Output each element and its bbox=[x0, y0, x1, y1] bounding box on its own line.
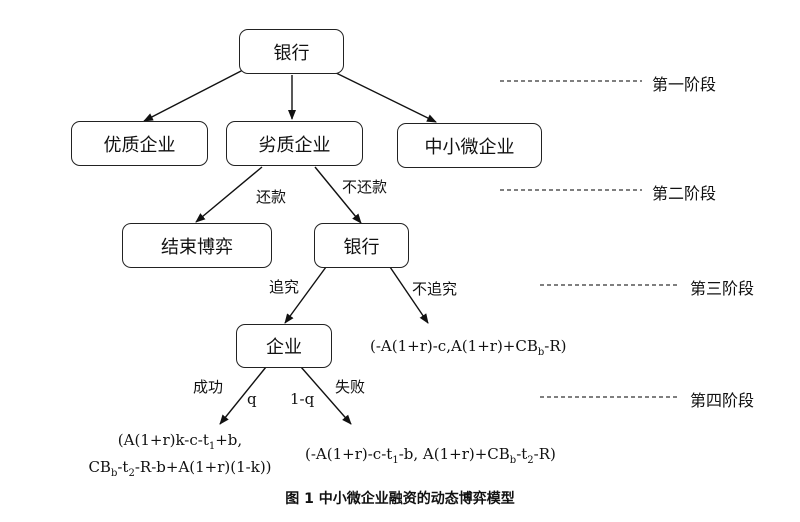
node-sme-label: 中小微企业 bbox=[424, 136, 515, 158]
edge-label-one-minus-q: 1-q bbox=[290, 390, 315, 408]
figure-caption: 图 1 中小微企业融资的动态博弈模型 bbox=[285, 491, 515, 507]
payoff-success: (A(1+r)k-c-t1+b, CBb-t2-R-b+A(1+r)(1-k)) bbox=[50, 430, 310, 484]
stage-label-2: 第二阶段 bbox=[652, 184, 717, 203]
edge-firm-success bbox=[219, 366, 267, 425]
payoff-success-line2: CBb-t2-R-b+A(1+r)(1-k)) bbox=[88, 458, 272, 479]
edge-label-pursue: 追究 bbox=[269, 278, 300, 296]
node-good-firm: 优质企业 bbox=[71, 121, 208, 166]
node-bank-second: 银行 bbox=[314, 223, 409, 268]
node-end-game: 结束博弈 bbox=[122, 223, 272, 268]
edge-bank-good bbox=[143, 69, 244, 122]
node-bad-firm-label: 劣质企业 bbox=[258, 134, 331, 156]
node-firm: 企业 bbox=[236, 324, 332, 368]
node-firm-label: 企业 bbox=[266, 337, 302, 358]
edge-bank-nopursue bbox=[389, 266, 429, 324]
node-bank-root: 银行 bbox=[239, 29, 344, 74]
edge-label-no-repay: 不还款 bbox=[342, 178, 388, 196]
edge-label-fail: 失败 bbox=[335, 378, 366, 396]
edge-label-success: 成功 bbox=[193, 378, 224, 396]
node-good-firm-label: 优质企业 bbox=[103, 134, 176, 156]
edge-label-repay: 还款 bbox=[256, 188, 287, 206]
node-end-game-label: 结束博弈 bbox=[161, 236, 233, 258]
edge-bank-firm bbox=[284, 266, 327, 324]
node-sme: 中小微企业 bbox=[397, 123, 542, 168]
payoff-no-pursue: (-A(1+r)-c,A(1+r)+CBb-R) bbox=[370, 337, 567, 358]
stage-label-3: 第三阶段 bbox=[690, 279, 755, 298]
edge-bank-sme bbox=[329, 69, 437, 123]
edge-bad-bank bbox=[314, 166, 362, 224]
stage-label-1: 第一阶段 bbox=[652, 75, 717, 94]
edge-bad-end bbox=[195, 166, 263, 223]
edge-firm-fail bbox=[300, 366, 352, 425]
edge-label-q: q bbox=[247, 390, 257, 408]
payoff-fail: (-A(1+r)-c-t1-b, A(1+r)+CBb-t2-R) bbox=[305, 445, 556, 466]
payoff-success-line1: (A(1+r)k-c-t1+b, bbox=[117, 431, 243, 452]
node-bank-root-label: 银行 bbox=[273, 42, 310, 64]
node-bad-firm: 劣质企业 bbox=[226, 121, 363, 166]
edge-label-no-pursue: 不追究 bbox=[412, 280, 458, 298]
stage-label-4: 第四阶段 bbox=[690, 391, 755, 410]
node-bank-second-label: 银行 bbox=[343, 236, 380, 258]
